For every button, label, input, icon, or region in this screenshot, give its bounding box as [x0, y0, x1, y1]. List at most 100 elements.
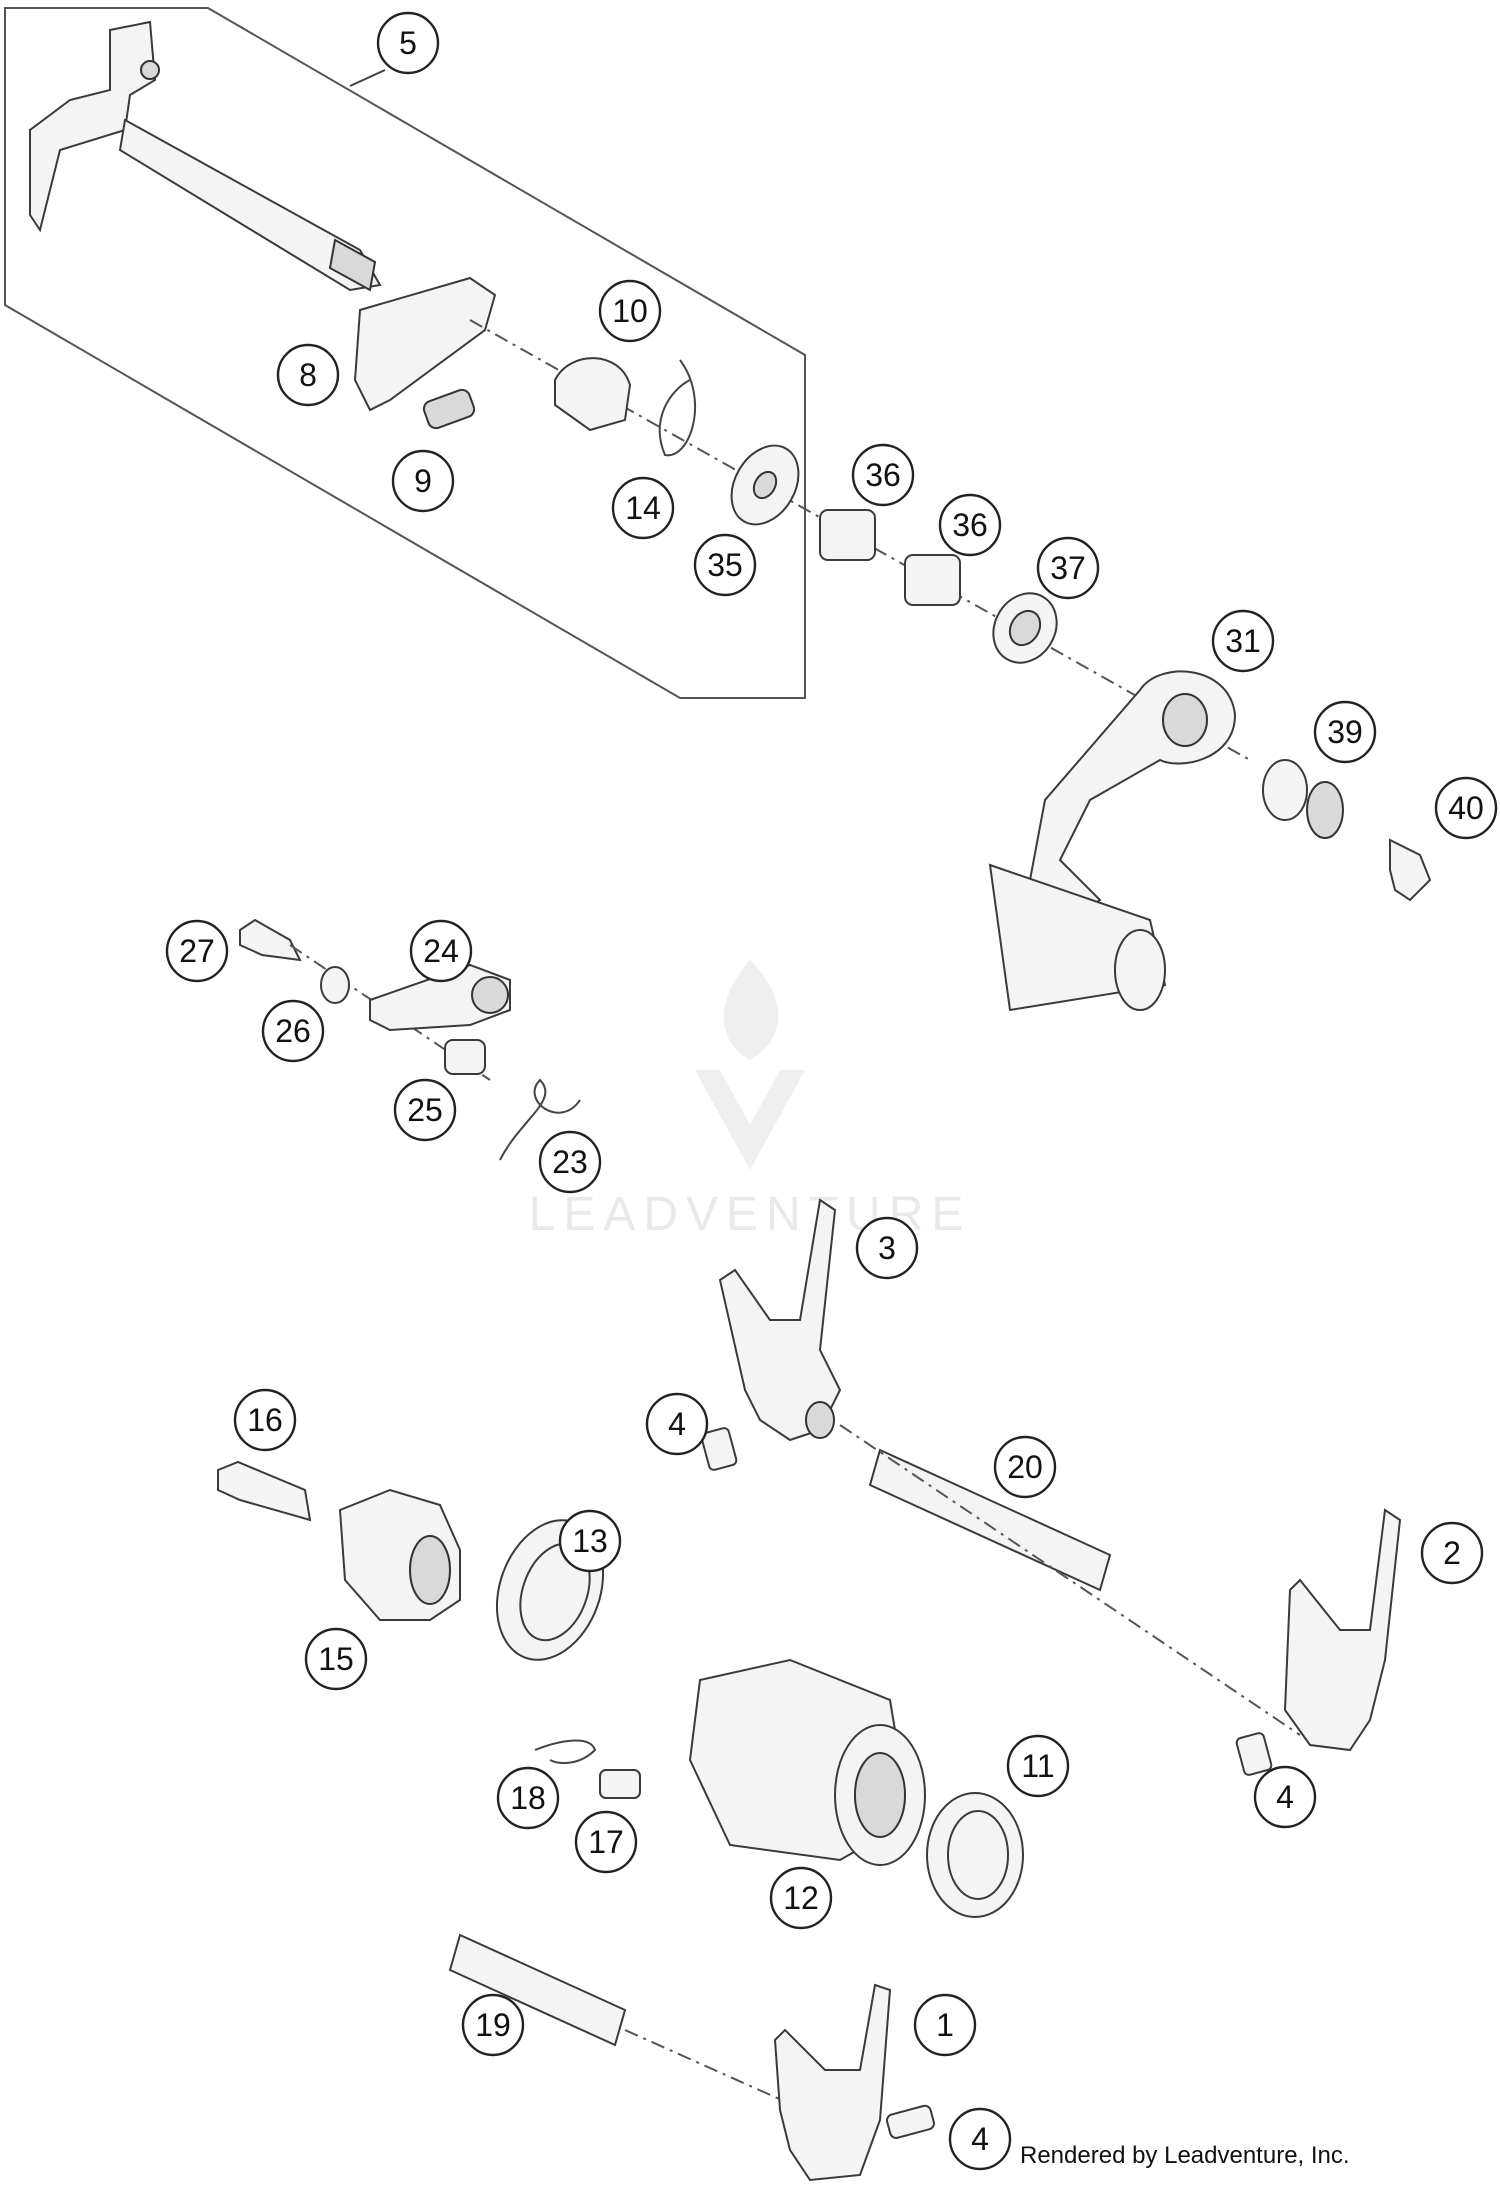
callout-25-label: 25	[407, 1092, 443, 1128]
callout-18[interactable]: 18	[496, 1766, 560, 1830]
callout-24[interactable]: 24	[409, 919, 473, 983]
pin-4c	[885, 2104, 935, 2139]
shift-fork-2	[1283, 1508, 1402, 1752]
callout-9-label: 9	[414, 463, 432, 499]
callout-8-label: 8	[299, 357, 317, 393]
screw-17	[599, 1769, 641, 1799]
callout-40[interactable]: 40	[1434, 776, 1498, 840]
watermark-v-icon	[695, 1070, 805, 1170]
callout-11[interactable]: 11	[1006, 1734, 1070, 1798]
callout-35[interactable]: 35	[693, 533, 757, 597]
callout-25[interactable]: 25	[393, 1078, 457, 1142]
callout-11-label: 11	[1021, 1748, 1054, 1784]
shaft-19	[448, 1933, 627, 2047]
shift-lever	[988, 670, 1237, 1012]
callout-31-label: 31	[1225, 623, 1261, 659]
callout-4b-label: 4	[1276, 1779, 1294, 1815]
callout-31[interactable]: 31	[1211, 609, 1275, 673]
callout-12[interactable]: 12	[769, 1866, 833, 1930]
shift-drum-12	[688, 1658, 926, 1866]
callout-39-label: 39	[1327, 714, 1363, 750]
spring-9	[422, 388, 476, 430]
shift-fork-3	[718, 1198, 842, 1442]
shift-plate	[353, 276, 497, 412]
callout-23-label: 23	[552, 1144, 588, 1180]
callout-19[interactable]: 19	[461, 1993, 525, 2057]
callout-4b[interactable]: 4	[1253, 1765, 1317, 1829]
callout-4c-label: 4	[971, 2121, 989, 2157]
leader-5	[349, 69, 386, 87]
shift-fork-1	[773, 1983, 892, 2182]
callout-4c[interactable]: 4	[948, 2107, 1012, 2171]
callout-26-label: 26	[275, 1013, 311, 1049]
callout-17[interactable]: 17	[574, 1810, 638, 1874]
callout-36b-label: 36	[952, 507, 988, 543]
callout-3[interactable]: 3	[855, 1216, 919, 1280]
callout-14-label: 14	[625, 490, 661, 526]
callout-4a-label: 4	[668, 1406, 686, 1442]
axis-fork	[839, 1424, 1301, 1736]
callout-40-label: 40	[1448, 790, 1484, 826]
washer-26	[320, 966, 350, 1004]
callout-5-label: 5	[399, 25, 417, 61]
spring-clip-14	[658, 359, 696, 457]
callout-9[interactable]: 9	[391, 449, 455, 513]
callout-3-label: 3	[878, 1230, 896, 1266]
callout-17-label: 17	[588, 1824, 624, 1860]
callout-12-label: 12	[783, 1880, 819, 1916]
assembly-box	[4, 7, 806, 699]
callout-13-label: 13	[572, 1523, 608, 1559]
bolt-40	[1389, 838, 1432, 902]
washer-18	[534, 1739, 597, 1764]
callout-37-label: 37	[1050, 550, 1086, 586]
callout-24-label: 24	[423, 933, 459, 969]
callout-36b[interactable]: 36	[938, 493, 1002, 557]
callout-18-label: 18	[510, 1780, 546, 1816]
callout-37[interactable]: 37	[1036, 536, 1100, 600]
callout-35-label: 35	[707, 547, 743, 583]
bushing-25	[444, 1039, 486, 1075]
callout-16[interactable]: 16	[233, 1388, 297, 1452]
bolt-27	[239, 918, 302, 962]
callout-27[interactable]: 27	[165, 919, 229, 983]
shaft-20	[868, 1448, 1112, 1592]
callout-27-label: 27	[179, 933, 215, 969]
callout-4a[interactable]: 4	[645, 1392, 709, 1456]
washer-39	[1262, 759, 1308, 821]
callout-1[interactable]: 1	[913, 1993, 977, 2057]
callout-39[interactable]: 39	[1313, 700, 1377, 764]
spring-washer	[1306, 781, 1344, 839]
callout-10[interactable]: 10	[598, 279, 662, 343]
callout-15-label: 15	[318, 1641, 354, 1677]
callout-8[interactable]: 8	[276, 343, 340, 407]
callout-5[interactable]: 5	[376, 11, 440, 75]
callout-23[interactable]: 23	[538, 1130, 602, 1194]
watermark: LEADVENTURE	[529, 960, 963, 1241]
lever-24	[369, 963, 511, 1032]
callout-16-label: 16	[247, 1402, 283, 1438]
callout-10-label: 10	[612, 293, 648, 329]
callout-20[interactable]: 20	[993, 1435, 1057, 1499]
part-10	[554, 357, 632, 432]
render-credit: Rendered by Leadventure, Inc.	[1020, 2142, 1350, 2169]
callout-13[interactable]: 13	[558, 1509, 622, 1573]
callout-2[interactable]: 2	[1420, 1521, 1484, 1585]
callout-36a-label: 36	[865, 457, 901, 493]
bolt-16	[217, 1460, 312, 1522]
callout-15[interactable]: 15	[304, 1627, 368, 1691]
callout-14[interactable]: 14	[611, 476, 675, 540]
callout-20-label: 20	[1007, 1449, 1043, 1485]
callout-36a[interactable]: 36	[851, 443, 915, 507]
bearing-36a	[819, 509, 876, 561]
pin-4a	[700, 1427, 738, 1471]
shift-shaft	[29, 20, 382, 292]
callout-2-label: 2	[1443, 1535, 1461, 1571]
pin-4b	[1235, 1732, 1273, 1776]
watermark-flame-icon	[723, 960, 779, 1060]
callout-1-label: 1	[936, 2007, 954, 2043]
spring-23	[499, 1078, 581, 1161]
callout-19-label: 19	[475, 2007, 511, 2043]
bearing-36b	[904, 554, 961, 606]
callout-26[interactable]: 26	[261, 999, 325, 1063]
